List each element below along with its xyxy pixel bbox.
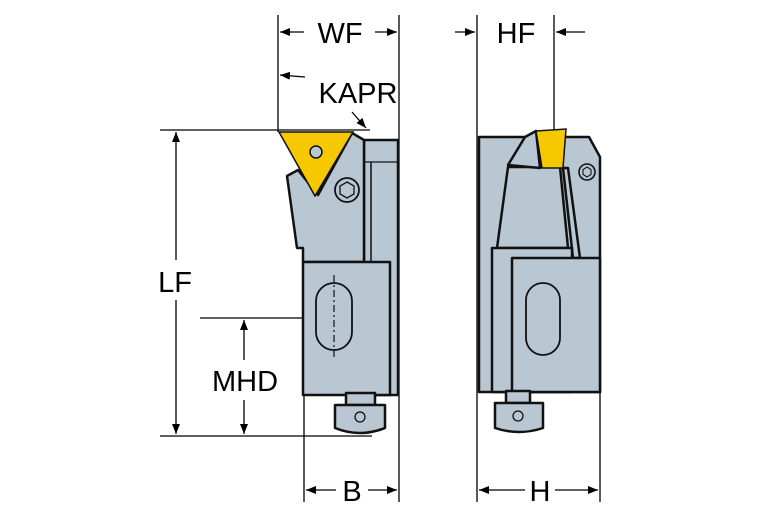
insert (277, 131, 355, 198)
screw-stem (344, 391, 377, 407)
side-view: WF KAPR LF MHD B (158, 15, 400, 508)
kapr-arrow (279, 71, 306, 80)
kapr-arrow (351, 111, 367, 129)
b-label: B (342, 476, 361, 508)
screw-head (333, 403, 387, 435)
slot (525, 282, 561, 356)
clamp-wedge (495, 165, 570, 250)
insert (535, 128, 567, 169)
hf-label: HF (497, 18, 536, 50)
front-view: HF H (455, 15, 602, 508)
screw-stem (504, 389, 532, 405)
kapr-label: KAPR (319, 78, 398, 110)
h-label: H (530, 476, 551, 508)
mhd-label: MHD (212, 366, 278, 398)
lf-label: LF (158, 267, 192, 299)
hex-screw-icon (578, 163, 596, 181)
screw-head (493, 401, 545, 434)
wf-label: WF (317, 18, 362, 50)
clamp-tip (506, 129, 542, 170)
mounting-block (301, 260, 392, 397)
hex-screw-icon (334, 177, 360, 203)
